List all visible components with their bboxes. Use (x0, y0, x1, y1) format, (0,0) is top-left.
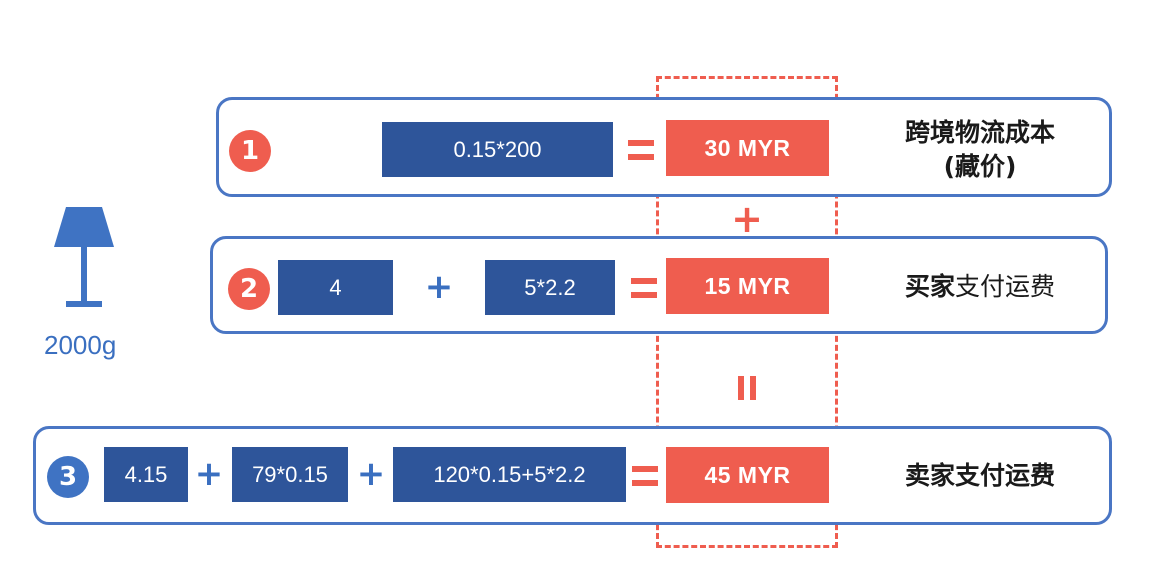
row-3-term-3: 120*0.15+5*2.2 (393, 447, 626, 502)
row-3-term-1: 4.15 (104, 447, 188, 502)
row-2-term-2: 5*2.2 (485, 260, 615, 315)
row-2-term-1: 4 (278, 260, 393, 315)
row-1-box (216, 97, 1112, 197)
row-3-label: 卖家支付运费 (880, 451, 1080, 501)
step-3-badge: 3 (47, 456, 89, 498)
row-3-label-bold: 卖家支付运费 (904, 461, 1055, 491)
row-1-label-line-2: (藏价) (943, 152, 1017, 181)
step-2-badge: 2 (228, 268, 270, 310)
row-2-label-normal: 支付运费 (955, 272, 1056, 302)
row-3-plus-2: + (356, 454, 386, 494)
row-1-label-line-1: 跨境物流成本 (904, 118, 1055, 148)
row-2-label: 买家支付运费 (880, 262, 1080, 312)
lamp-icon (52, 205, 118, 310)
result-plus-sign: + (731, 197, 763, 241)
row-1-term-1: 0.15*200 (382, 122, 613, 177)
row-1-result: 30 MYR (666, 120, 829, 176)
row-3-result: 45 MYR (666, 447, 829, 503)
row-3-term-2: 79*0.15 (232, 447, 348, 502)
equals-sign-1 (628, 140, 654, 160)
row-2-plus-1: + (424, 267, 454, 307)
result-equals-sign (738, 376, 758, 402)
step-1-badge: 1 (229, 130, 271, 172)
row-2-label-bold: 买家 (904, 272, 955, 302)
equals-sign-3 (632, 466, 658, 486)
row-3-plus-1: + (194, 454, 224, 494)
equals-sign-2 (631, 278, 657, 298)
row-1-label: 跨境物流成本 (藏价) (880, 112, 1080, 188)
row-2-result: 15 MYR (666, 258, 829, 314)
product-weight: 2000g (44, 330, 117, 360)
